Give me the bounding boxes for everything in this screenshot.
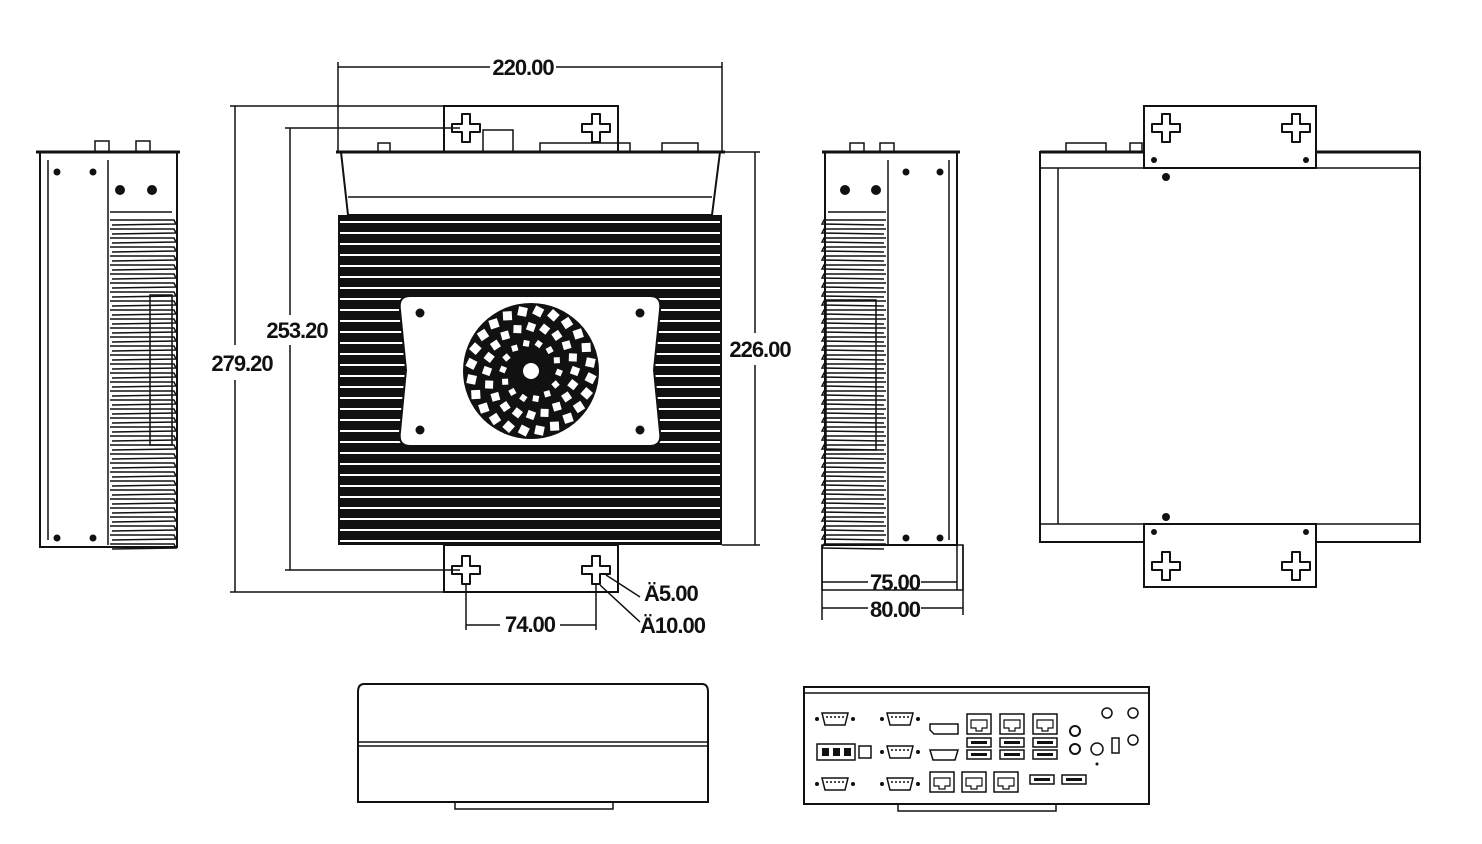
dim-width-top: 220.00: [492, 55, 554, 80]
mounting-hole-icon: [1151, 551, 1181, 581]
dim-hole-large: Ä10.00: [640, 613, 706, 638]
right-heatsink-fins: [820, 219, 886, 550]
right-side-view: [820, 142, 964, 591]
left-side-view: [36, 140, 180, 550]
mounting-hole-icon: [1281, 551, 1311, 581]
top-view: [1039, 105, 1421, 588]
dim-height-inner: 253.20: [266, 318, 328, 343]
mounting-hole-icon: [1151, 113, 1181, 143]
dim-hole-small: Ä5.00: [644, 581, 698, 606]
dim-hole-spacing: 74.00: [505, 612, 556, 637]
rear-io-panel: [803, 686, 1150, 812]
mounting-hole-icon: [581, 555, 611, 585]
mounting-hole-icon: [451, 113, 481, 143]
mounting-hole-icon: [581, 113, 611, 143]
front-view: [336, 105, 725, 593]
left-heatsink-fins: [110, 219, 178, 550]
mounting-hole-icon: [451, 555, 481, 585]
dim-height-outer: 279.20: [211, 351, 273, 376]
dimension-lines: [230, 62, 964, 630]
fan-icon: [463, 303, 599, 439]
bottom-front-view: [357, 683, 709, 810]
dim-depth-outer: 80.00: [870, 597, 921, 622]
dim-height-right: 226.00: [729, 337, 791, 362]
mounting-hole-icon: [1281, 113, 1311, 143]
dim-depth-inner: 75.00: [870, 570, 921, 595]
